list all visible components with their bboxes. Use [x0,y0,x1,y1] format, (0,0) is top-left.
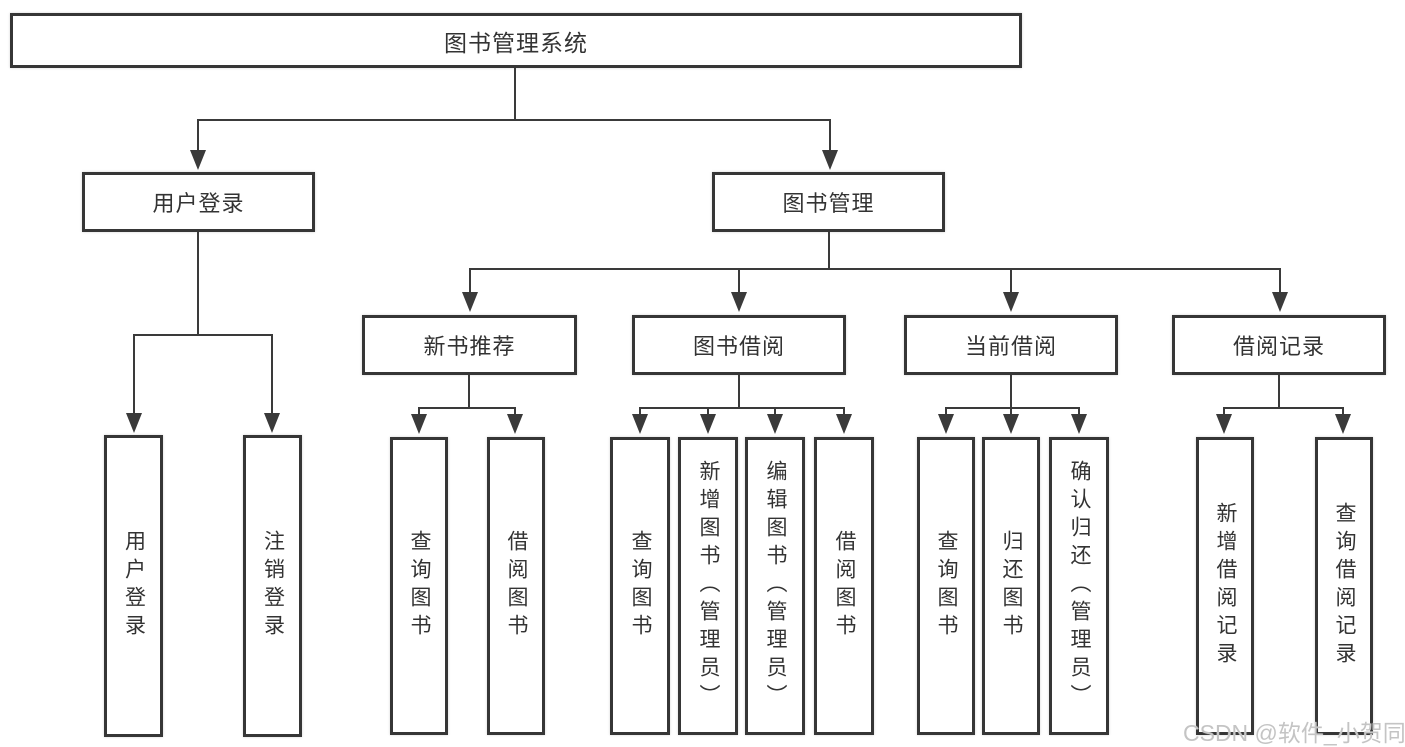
leaf-rec-query-books-label: 查询图书 [408,530,432,642]
leaf-user-login-label: 用户登录 [122,530,146,642]
leaf-records-query-record: 查询借阅记录 [1315,437,1373,735]
leaf-logout: 注销登录 [243,435,302,737]
leaf-current-query-books: 查询图书 [917,437,975,735]
leaf-records-add-record: 新增借阅记录 [1196,437,1254,735]
leaf-borrow-add-books-admin-label: 新增图书（管理员） [697,460,721,712]
node-new-book-recommendation: 新书推荐 [362,315,577,375]
arrowhead-current-query [938,414,954,434]
leaf-borrow-query-books-label: 查询图书 [629,530,653,642]
leaf-current-confirm-return-admin-label: 确认归还（管理员） [1068,460,1092,712]
arrowhead-current-confirm [1071,414,1087,434]
leaf-borrow-edit-books-admin-label: 编辑图书（管理员） [764,460,788,712]
leaf-records-add-record-label: 新增借阅记录 [1214,502,1238,670]
leaf-user-login: 用户登录 [104,435,163,737]
connector-rec-stem [468,375,470,409]
arrowhead-records-query [1335,414,1351,434]
connector-rec-bar [418,407,516,409]
connector-user-login-stem [197,232,199,336]
node-user-login: 用户登录 [82,172,315,232]
arrowhead-book-mgmt [822,150,838,170]
leaf-rec-borrow-books: 借阅图书 [487,437,545,735]
connector-logout-drop [271,334,273,415]
leaf-current-query-books-label: 查询图书 [935,530,959,642]
connector-book-borrow-drop [738,268,740,294]
arrowhead-user-login [190,150,206,170]
connector-current-drop-1 [945,407,947,417]
connector-borrow-drop-2 [707,407,709,417]
connector-user-login-bar [133,334,273,336]
arrowhead-current-return [1003,414,1019,434]
leaf-current-return-books-label: 归还图书 [1000,530,1024,642]
arrowhead-logout [264,413,280,433]
leaf-rec-borrow-books-label: 借阅图书 [505,530,529,642]
arrowhead-borrow-query [632,414,648,434]
connector-current-drop-2 [1010,407,1012,417]
connector-new-book-drop [469,268,471,294]
arrowhead-login [126,413,142,433]
connector-level2-bar [469,268,1281,270]
connector-root-stem [514,68,516,121]
leaf-borrow-query-books: 查询图书 [610,437,670,735]
connector-current-borrow-drop [1010,268,1012,294]
connector-borrow-drop-1 [639,407,641,417]
arrowhead-records-add [1216,414,1232,434]
arrowhead-current-borrow [1003,292,1019,312]
leaf-borrow-lend-books-label: 借阅图书 [833,530,857,642]
arrowhead-borrow-records [1272,292,1288,312]
node-library-management-system: 图书管理系统 [10,13,1022,68]
leaf-rec-query-books: 查询图书 [390,437,448,735]
node-borrowing-records: 借阅记录 [1172,315,1386,375]
leaf-logout-label: 注销登录 [261,530,285,642]
connector-current-drop-3 [1078,407,1080,417]
connector-rec-drop-2 [514,407,516,417]
connector-current-bar [945,407,1080,409]
node-current-borrowing: 当前借阅 [904,315,1118,375]
leaf-borrow-edit-books-admin: 编辑图书（管理员） [745,437,805,735]
connector-level1-bar [197,119,831,121]
leaf-borrow-lend-books: 借阅图书 [814,437,874,735]
connector-borrow-drop-4 [843,407,845,417]
node-book-management: 图书管理 [712,172,945,232]
connector-records-bar [1223,407,1344,409]
csdn-watermark: CSDN @软件_小贺同学 [1183,720,1405,746]
leaf-borrow-add-books-admin: 新增图书（管理员） [678,437,738,735]
arrowhead-borrow-edit [767,414,783,434]
arrowhead-borrow-add [700,414,716,434]
arrowhead-rec-query [411,414,427,434]
node-book-borrowing: 图书借阅 [632,315,846,375]
arrowhead-borrow-lend [836,414,852,434]
leaf-current-return-books: 归还图书 [982,437,1040,735]
arrowhead-new-book-rec [462,292,478,312]
connector-book-mgmt-stem [828,232,830,270]
connector-borrow-records-drop [1279,268,1281,294]
connector-rec-drop-1 [418,407,420,417]
connector-user-login-drop [197,119,199,152]
connector-login-drop [133,334,135,415]
connector-borrow-bar [639,407,845,409]
connector-borrow-stem [738,375,740,409]
connector-records-stem [1278,375,1280,409]
arrowhead-book-borrow [731,292,747,312]
leaf-current-confirm-return-admin: 确认归还（管理员） [1049,437,1109,735]
arrowhead-rec-borrow [507,414,523,434]
connector-borrow-drop-3 [774,407,776,417]
leaf-records-query-record-label: 查询借阅记录 [1333,502,1357,670]
connector-records-drop-2 [1342,407,1344,417]
connector-current-stem [1010,375,1012,409]
connector-book-mgmt-drop [829,119,831,152]
connector-records-drop-1 [1223,407,1225,417]
